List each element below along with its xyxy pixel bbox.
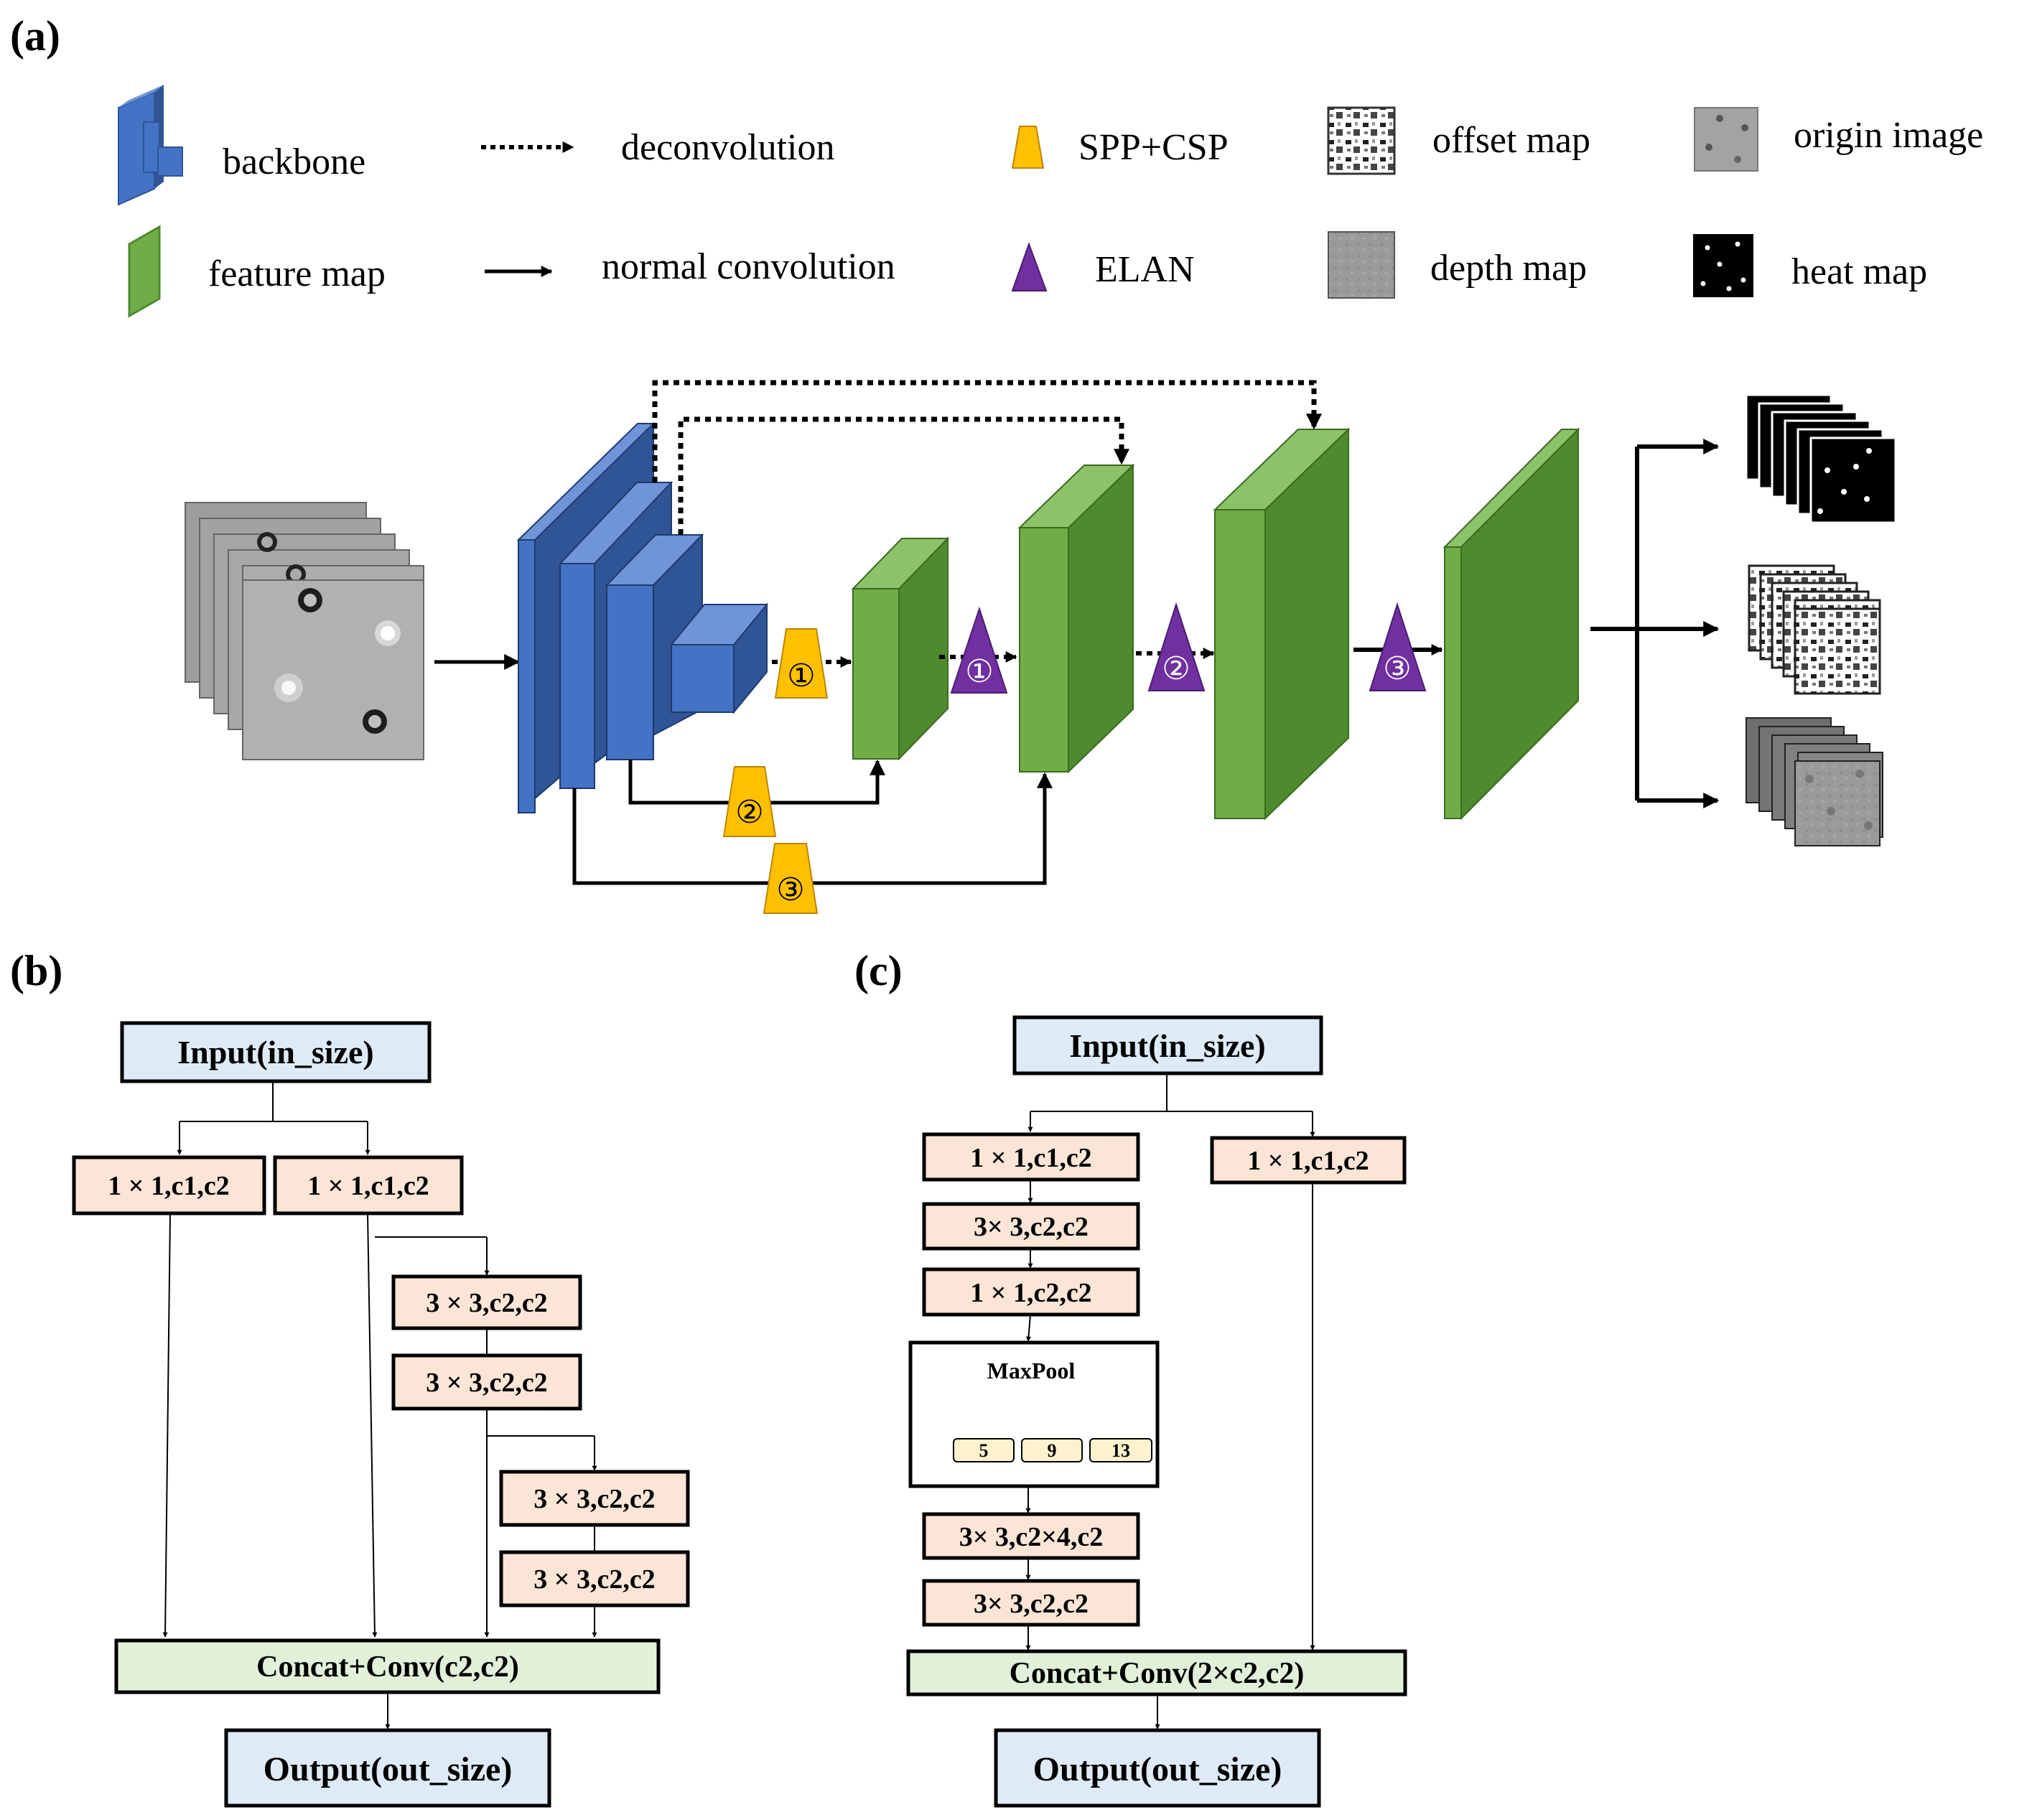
legend-spp-csp: SPP+CSP — [1078, 127, 1229, 168]
pool-13-box — [1089, 1438, 1152, 1462]
spp-branch-node: 1 × 1,c1,c2 — [1210, 1136, 1407, 1185]
elan-conv3d-node: 3 × 3,c2,c2 — [499, 1550, 690, 1607]
elan-block-1: ① — [950, 606, 1008, 694]
maxpool-title: MaxPool — [987, 1358, 1076, 1383]
output-depth-map-stack — [1746, 717, 1883, 846]
spp-icon — [1011, 126, 1045, 169]
feature-map-block-4 — [1443, 427, 1580, 821]
origin-image-icon — [1694, 107, 1758, 172]
spp-input-node: Input(in_size) — [1012, 1015, 1323, 1075]
spp-conv5-label: 3× 3,c2,c2 — [974, 1589, 1089, 1619]
deconv-arrow-outer — [652, 380, 1322, 482]
spp-label-2: ② — [735, 795, 763, 830]
spp-branch-label: 1 × 1,c1,c2 — [1247, 1146, 1369, 1176]
feature-map-block-3 — [1213, 427, 1351, 821]
elan-conv-left-node: 1 × 1,c1,c2 — [72, 1155, 266, 1215]
elan-concat-label: Concat+Conv(c2,c2) — [256, 1651, 519, 1684]
elan-block-3: ③ — [1369, 602, 1427, 691]
elan-input-label: Input(in_size) — [177, 1034, 373, 1070]
feature-map-block-2 — [1017, 463, 1135, 774]
elan-conv3a-node: 3 × 3,c2,c2 — [391, 1274, 582, 1330]
legend: backbone feature map deconvolution norma… — [118, 85, 1983, 318]
spp-output-label: Output(out_size) — [1033, 1750, 1282, 1788]
pool-5-box — [953, 1438, 1015, 1462]
legend-depth-map: depth map — [1430, 248, 1587, 289]
spp-conv5-node: 3× 3,c2,c2 — [922, 1579, 1140, 1627]
output-offset-map-stack — [1748, 564, 1881, 695]
pool-9-label: 9 — [1048, 1440, 1057, 1461]
pool-13-label: 13 — [1111, 1440, 1130, 1461]
elan-conv3b-node: 3 × 3,c2,c2 — [391, 1353, 582, 1411]
elan-output-label: Output(out_size) — [264, 1750, 513, 1788]
maxpool-node: MaxPool 5 9 13 — [908, 1340, 1160, 1488]
spp-flowchart: Input(in_size) 1 × 1,c1,c2 3× 3,c2,c2 1 … — [906, 1015, 1407, 1808]
spp-input-label: Input(in_size) — [1069, 1027, 1265, 1064]
spp-conv2-label: 3× 3,c2,c2 — [974, 1212, 1089, 1242]
elan-conv3c-node: 3 × 3,c2,c2 — [499, 1470, 690, 1527]
spp-label-3: ③ — [776, 872, 804, 907]
legend-deconvolution: deconvolution — [621, 127, 835, 168]
legend-backbone: backbone — [223, 141, 365, 182]
spp-conv4-label: 3× 3,c2×4,c2 — [959, 1522, 1104, 1552]
offset-map-icon — [1327, 106, 1396, 175]
output-heat-map-stack — [1745, 393, 1897, 524]
spp-conv1-label: 1 × 1,c1,c2 — [970, 1143, 1091, 1173]
panel-label-c: (c) — [854, 947, 903, 994]
pool-5-label: 5 — [979, 1440, 989, 1461]
legend-offset-map: offset map — [1432, 120, 1590, 161]
elan-block-2: ② — [1147, 602, 1206, 691]
elan-conv3a-label: 3 × 3,c2,c2 — [426, 1288, 547, 1318]
legend-elan: ELAN — [1095, 249, 1195, 290]
spp-block-2: ② — [722, 766, 777, 837]
elan-icon — [1011, 242, 1048, 291]
depth-map-icon — [1328, 231, 1395, 299]
spp-conv2-node: 3× 3,c2,c2 — [922, 1202, 1140, 1251]
spp-output-node: Output(out_size) — [994, 1728, 1321, 1808]
spp-conv1-node: 1 × 1,c1,c2 — [922, 1132, 1140, 1182]
elan-output-node: Output(out_size) — [224, 1728, 551, 1808]
elan-conv-right-label: 1 × 1,c1,c2 — [307, 1171, 429, 1201]
legend-feature-map: feature map — [208, 253, 386, 294]
elan-conv-right-node: 1 × 1,c1,c2 — [273, 1155, 464, 1215]
elan-conv3d-label: 3 × 3,c2,c2 — [533, 1564, 655, 1595]
elan-conv-left-label: 1 × 1,c1,c2 — [108, 1171, 229, 1201]
pool-9-box — [1021, 1438, 1083, 1462]
spp-label-1: ① — [787, 658, 815, 694]
spp-conv3-label: 1 × 1,c2,c2 — [970, 1278, 1091, 1308]
legend-heat-map: heat map — [1791, 251, 1927, 292]
elan-flowchart: Input(in_size) 1 × 1,c1,c2 1 × 1,c1,c2 3… — [72, 1021, 690, 1808]
deconv-arrow-inner — [678, 416, 1129, 535]
spp-conv3-node: 1 × 1,c2,c2 — [922, 1267, 1140, 1317]
legend-origin-image: origin image — [1794, 115, 1983, 156]
feature-map-block-1 — [851, 536, 950, 761]
spp-block-1: ① — [774, 628, 829, 699]
elan-label-3: ③ — [1383, 651, 1411, 686]
spp-conv4-node: 3× 3,c2×4,c2 — [922, 1512, 1140, 1560]
elan-concat-node: Concat+Conv(c2,c2) — [114, 1638, 661, 1694]
elan-conv3b-label: 3 × 3,c2,c2 — [426, 1368, 547, 1398]
elan-label-1: ① — [965, 654, 993, 689]
feature-map-icon — [128, 225, 161, 318]
legend-normal-convolution: normal convolution — [602, 246, 895, 287]
backbone-block-4 — [669, 602, 769, 714]
elan-label-2: ② — [1162, 651, 1190, 686]
network-diagram: ① ② ③ ① ② ③ — [185, 380, 1897, 914]
elan-input-node: Input(in_size) — [120, 1021, 432, 1083]
backbone-icon — [118, 85, 183, 206]
panel-label-b: (b) — [10, 947, 62, 994]
spp-block-3: ③ — [763, 843, 819, 914]
elan-conv3c-label: 3 × 3,c2,c2 — [533, 1484, 655, 1514]
heat-map-icon — [1693, 234, 1753, 297]
input-image-stack — [185, 502, 424, 760]
spp-concat-node: Concat+Conv(2×c2,c2) — [906, 1649, 1407, 1697]
spp-concat-label: Concat+Conv(2×c2,c2) — [1010, 1657, 1305, 1690]
panel-label-a: (a) — [10, 12, 60, 60]
